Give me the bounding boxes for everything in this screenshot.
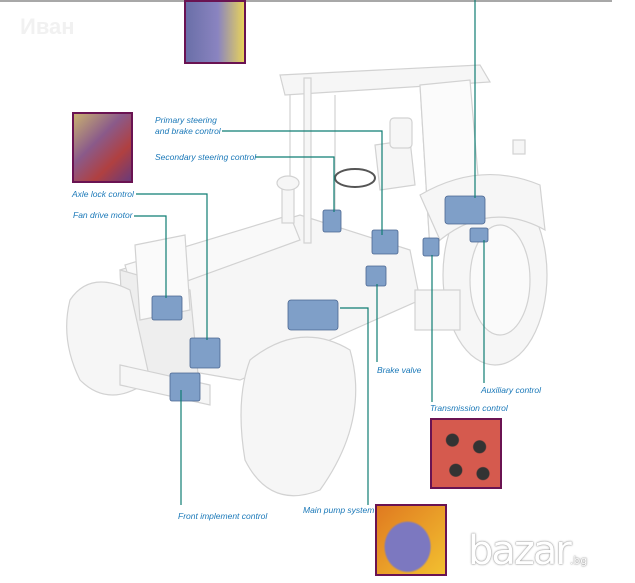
- label-fan-drive: Fan drive motor: [73, 210, 133, 220]
- leader-axle-lock: [136, 193, 208, 340]
- component-transmission: [422, 237, 440, 257]
- photo-axle-lock: [72, 112, 133, 183]
- watermark-bazar-suffix: .bg: [569, 554, 588, 567]
- label-main-pump: Main pump system: [303, 505, 375, 515]
- component-axle-lock: [189, 337, 221, 369]
- leader-fan-drive: [134, 215, 167, 298]
- component-auxiliary: [469, 227, 489, 243]
- watermark-bazar-main: bazar: [468, 528, 572, 574]
- steering-wheel: [334, 168, 376, 188]
- label-transmission: Transmission control: [430, 403, 508, 413]
- component-front-implement: [169, 372, 201, 402]
- leader-primary-steering: [222, 130, 383, 235]
- label-secondary-steering: Secondary steering control: [155, 152, 257, 162]
- component-main-pump: [287, 299, 339, 331]
- component-brake-valve: [365, 265, 387, 287]
- leader-secondary-steering: [255, 156, 335, 212]
- front-wheel-right: [240, 336, 357, 497]
- label-front-implement: Front implement control: [178, 511, 268, 521]
- component-top: [444, 195, 486, 225]
- photo-transmission: [430, 418, 502, 489]
- watermark-bazar: bazar.bg: [468, 528, 587, 574]
- photo-main-pump: [375, 504, 447, 576]
- label-primary-steering-line2: and brake control: [155, 126, 221, 136]
- label-auxiliary: Auxiliary control: [481, 385, 541, 395]
- cab-roof: [279, 64, 492, 96]
- watermark-top: Иван: [20, 14, 75, 39]
- photo-top-pump: [184, 0, 246, 64]
- leader-main-pump: [340, 307, 369, 505]
- component-secondary-steering: [322, 209, 342, 233]
- top-divider: [0, 0, 612, 2]
- component-fan-drive: [151, 295, 183, 321]
- label-brake-valve: Brake valve: [377, 365, 422, 375]
- label-axle-lock: Axle lock control: [72, 189, 134, 199]
- label-primary-steering-line1: Primary steering: [155, 115, 217, 125]
- component-primary-steering: [371, 229, 399, 255]
